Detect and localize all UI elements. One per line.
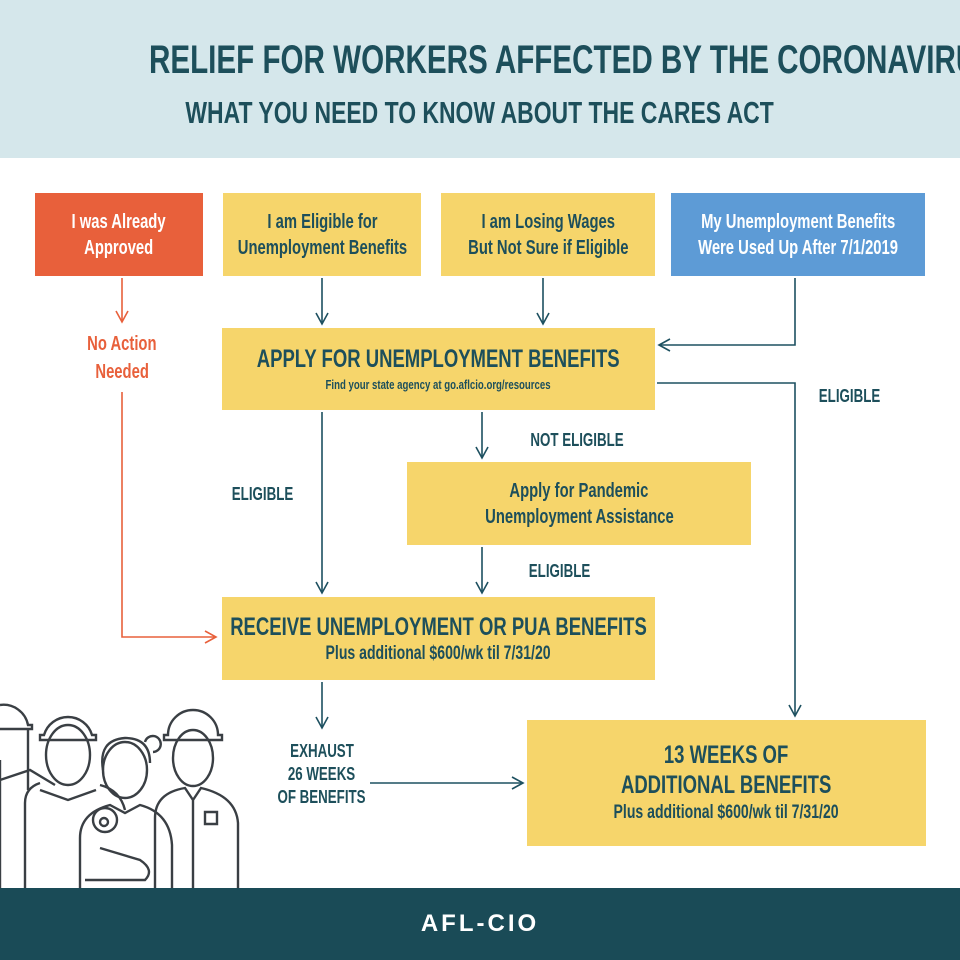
arrow	[657, 278, 796, 352]
box-text: But Not Sure if Eligible	[467, 236, 629, 259]
not-eligible-label: NOT ELIGIBLE	[507, 429, 647, 451]
workers-illustration	[0, 703, 240, 890]
eligible-box: I am Eligible for Unemployment Benefits	[223, 193, 421, 276]
eligible-label: ELIGIBLE	[800, 385, 900, 407]
box-text: Unemployment Benefits	[237, 236, 407, 259]
box-text: I am Eligible for	[266, 210, 378, 233]
benefits-used-up-box: My Unemployment Benefits Were Used Up Af…	[671, 193, 925, 276]
box-title: 13 WEEKS OF	[664, 741, 789, 769]
already-approved-box: I was Already Approved	[35, 193, 203, 276]
arrow	[657, 382, 802, 718]
no-action-label: No Action Needed	[62, 330, 182, 386]
label-text: Needed	[95, 361, 149, 383]
eligible-label: ELIGIBLE	[510, 560, 610, 582]
page-subtitle: WHAT YOU NEED TO KNOW ABOUT THE CARES AC…	[185, 95, 775, 130]
box-text: Unemployment Assistance	[484, 505, 674, 528]
page-title: RELIEF FOR WORKERS AFFECTED BY THE CORON…	[148, 38, 960, 82]
box-text: I was Already	[71, 210, 167, 233]
arrow	[121, 392, 218, 644]
box-text: Apply for Pandemic	[509, 479, 649, 502]
footer: AFL-CIO	[0, 888, 960, 960]
label-text: EXHAUST	[290, 741, 354, 761]
box-title: ADDITIONAL BENEFITS	[621, 771, 832, 799]
apply-box: APPLY FOR UNEMPLOYMENT BENEFITS Find you…	[222, 328, 655, 410]
box-subtitle: Find your state agency at go.aflcio.org/…	[325, 377, 552, 392]
additional-benefits-box: 13 WEEKS OF ADDITIONAL BENEFITS Plus add…	[527, 720, 926, 846]
box-text: Were Used Up After 7/1/2019	[698, 236, 898, 259]
label-text: ELIGIBLE	[232, 484, 294, 504]
box-text: Approved	[84, 236, 154, 259]
box-text: My Unemployment Benefits	[700, 210, 896, 233]
label-text: ELIGIBLE	[819, 386, 881, 406]
header: RELIEF FOR WORKERS AFFECTED BY THE CORON…	[0, 0, 960, 158]
box-text: I am Losing Wages	[481, 210, 615, 233]
label-text: OF BENEFITS	[277, 787, 367, 807]
receive-box: RECEIVE UNEMPLOYMENT OR PUA BENEFITS Plu…	[222, 597, 655, 680]
pua-box: Apply for Pandemic Unemployment Assistan…	[407, 462, 751, 545]
exhaust-label: EXHAUST 26 WEEKS OF BENEFITS	[262, 740, 382, 809]
box-title: RECEIVE UNEMPLOYMENT OR PUA BENEFITS	[230, 612, 647, 641]
eligible-label: ELIGIBLE	[213, 483, 313, 505]
label-text: ELIGIBLE	[529, 561, 591, 581]
box-subtitle: Plus additional $600/wk til 7/31/20	[325, 642, 552, 664]
label-text: No Action	[87, 333, 157, 355]
losing-wages-box: I am Losing Wages But Not Sure if Eligib…	[441, 193, 655, 276]
afl-cio-logo: AFL-CIO	[420, 910, 540, 937]
box-title: APPLY FOR UNEMPLOYMENT BENEFITS	[257, 345, 620, 373]
label-text: 26 WEEKS	[288, 764, 356, 784]
box-subtitle: Plus additional $600/wk til 7/31/20	[613, 802, 840, 823]
label-text: NOT ELIGIBLE	[530, 430, 624, 450]
